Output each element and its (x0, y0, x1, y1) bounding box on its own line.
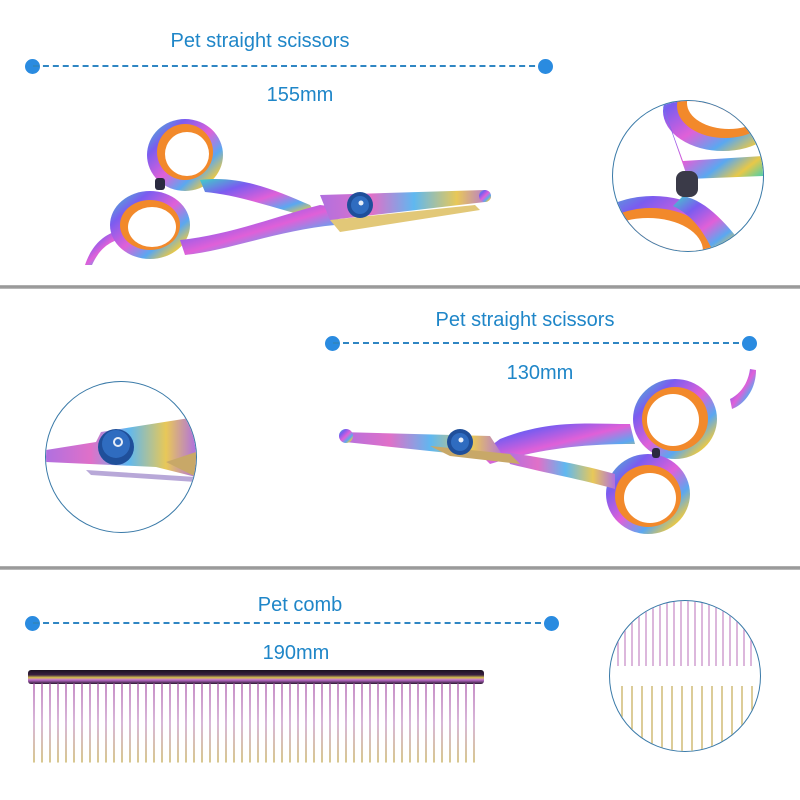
detail-circle-teeth (609, 600, 761, 752)
dimension-end-dot (544, 616, 559, 631)
product-title: Pet straight scissors (170, 30, 350, 52)
dimension-line (25, 59, 553, 74)
dimension-start-dot (25, 59, 40, 74)
section-divider (0, 285, 800, 289)
section-large-scissors: Pet straight scissors 155mm (0, 0, 800, 285)
dimension-dashes (333, 342, 749, 344)
measurement-label: 130mm (506, 362, 574, 384)
section-small-scissors: Pet straight scissors 130mm (0, 289, 800, 566)
comb-image (28, 670, 488, 765)
product-title: Pet straight scissors (435, 309, 615, 331)
measurement-label: 155mm (266, 84, 334, 106)
dimension-dashes (33, 65, 545, 67)
dimension-start-dot (325, 336, 340, 351)
scissors-small-image (330, 364, 760, 539)
dimension-dashes (33, 622, 551, 624)
scissors-large-image (80, 110, 530, 270)
measurement-label: 190mm (262, 642, 330, 664)
section-divider (0, 566, 800, 570)
section-comb: Pet comb 190mm (0, 570, 800, 800)
dimension-end-dot (538, 59, 553, 74)
dimension-line (25, 616, 559, 631)
dimension-line (325, 336, 757, 351)
detail-circle-screw (45, 381, 197, 533)
dimension-end-dot (742, 336, 757, 351)
dimension-start-dot (25, 616, 40, 631)
detail-circle-handle (612, 100, 764, 252)
product-title: Pet comb (257, 594, 343, 616)
